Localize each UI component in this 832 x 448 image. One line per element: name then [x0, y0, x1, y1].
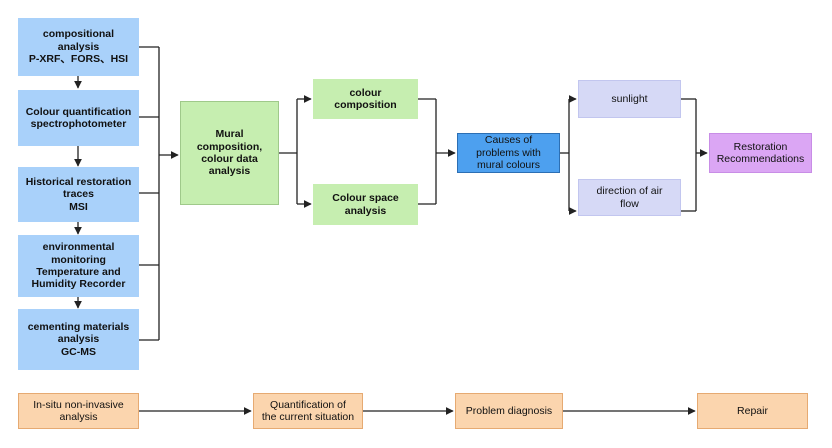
workflow-step-repair: Repair	[697, 393, 808, 429]
air-flow-label: direction of air flow	[596, 185, 663, 210]
method-label: Colour quantification spectrophotometer	[25, 105, 132, 130]
factors-merge-bracket	[681, 98, 697, 212]
central-analysis-box: Mural composition, colour data analysis	[180, 101, 279, 205]
workflow-step-in-situ: In-situ non-invasive analysis	[18, 393, 139, 429]
colour-composition-box: colour composition	[313, 79, 418, 119]
central-label: Mural composition, colour data analysis	[196, 128, 263, 178]
colour-composition-label: colour composition	[334, 86, 397, 111]
method-label: cementing materials analysis GC-MS	[27, 320, 130, 358]
recommendation-label: Restoration Recommendations	[716, 140, 805, 165]
method-box-colour-quantification: Colour quantification spectrophotometer	[18, 90, 139, 146]
air-flow-box: direction of air flow	[578, 179, 681, 216]
colour-space-box: Colour space analysis	[313, 184, 418, 225]
method-box-historical-restoration: Historical restoration traces MSI	[18, 167, 139, 222]
sunlight-box: sunlight	[578, 80, 681, 118]
method-box-cementing-materials: cementing materials analysis GC-MS	[18, 309, 139, 370]
recommendation-box: Restoration Recommendations	[709, 133, 812, 173]
method-label: environmental monitoring Temperature and…	[31, 241, 126, 291]
workflow-label: Problem diagnosis	[465, 404, 553, 417]
causes-split-bracket	[560, 99, 570, 211]
causes-label: Causes of problems with mural colours	[476, 134, 541, 172]
method-label: Historical restoration traces MSI	[25, 175, 132, 213]
causes-box: Causes of problems with mural colours	[457, 133, 560, 173]
methods-bracket	[139, 46, 160, 341]
workflow-label: Quantification of the current situation	[261, 398, 355, 423]
colour-space-label: Colour space analysis	[332, 192, 399, 217]
sunlight-label: sunlight	[611, 92, 648, 105]
method-box-environmental-monitoring: environmental monitoring Temperature and…	[18, 235, 139, 297]
workflow-label: In-situ non-invasive analysis	[33, 398, 124, 423]
workflow-label: Repair	[737, 404, 768, 417]
method-box-compositional-analysis: compositional analysis P-XRF、FORS、HSI	[18, 18, 139, 76]
analysis-merge-bracket	[418, 98, 437, 205]
central-split-bracket	[279, 99, 298, 204]
method-label: compositional analysis P-XRF、FORS、HSI	[28, 28, 129, 66]
workflow-step-quantification: Quantification of the current situation	[253, 393, 363, 429]
workflow-step-diagnosis: Problem diagnosis	[455, 393, 563, 429]
